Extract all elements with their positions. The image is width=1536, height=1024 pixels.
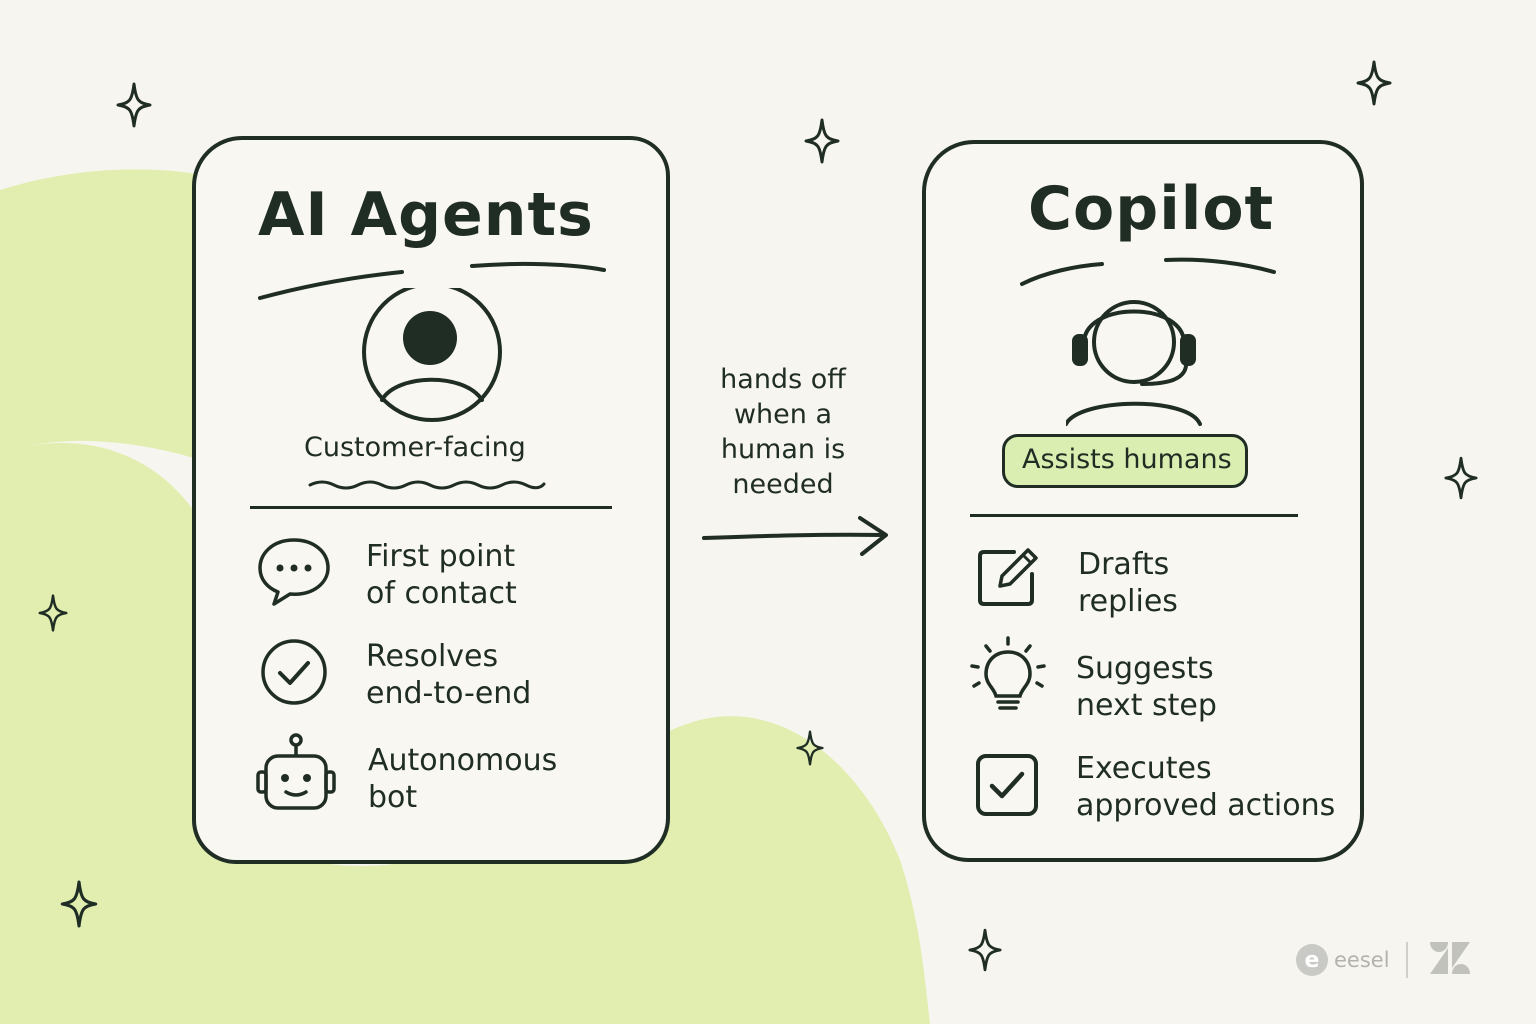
sparkle-icon [60,880,98,928]
chat-bubble-icon [258,538,330,606]
assists-humans-label: Assists humans [1022,444,1232,475]
sparkle-icon [116,82,152,128]
wavy-underline [308,480,546,490]
headset-agent-icon [1066,300,1202,426]
item-first-point-of-contact: First point of contact [366,539,517,611]
customer-facing-label: Customer-facing [304,432,526,463]
ai-agents-card [192,136,670,864]
sparkle-icon [796,730,824,766]
title-underline [258,261,606,300]
zendesk-logo-icon [1430,942,1470,974]
ai-agents-title: AI Agents [258,180,594,250]
copilot-card [922,140,1364,862]
edit-icon [978,548,1038,606]
item-drafts-replies: Drafts replies [1078,547,1178,619]
eesel-logo-word: eesel [1334,948,1390,972]
item-resolves-end-to-end: Resolves end-to-end [366,639,532,711]
check-circle-icon [261,639,327,705]
sparkle-icon [968,928,1002,972]
eesel-logo: e eesel [1296,944,1390,976]
user-avatar-icon [362,288,502,422]
logo-separator [1406,942,1408,978]
copilot-title: Copilot [1028,174,1275,244]
eesel-logo-mark: e [1296,944,1328,976]
lightbulb-icon [970,636,1046,710]
assists-humans-badge [1002,434,1248,488]
card-divider [250,506,612,509]
title-underline [1020,257,1276,286]
item-suggests-next-step: Suggests next step [1076,651,1217,723]
sparkle-icon [804,118,840,164]
handoff-label: hands off when a human is needed [720,364,846,500]
item-executes-approved-actions: Executes approved actions [1076,751,1336,823]
sparkle-icon [1356,60,1392,106]
sparkle-icon [38,594,68,632]
sparkle-icon [1444,456,1478,500]
arrow-right-icon [702,516,888,556]
checkbox-icon [976,754,1038,816]
card-divider [970,514,1298,517]
item-autonomous-bot: Autonomous bot [368,743,558,815]
robot-icon [256,733,336,810]
